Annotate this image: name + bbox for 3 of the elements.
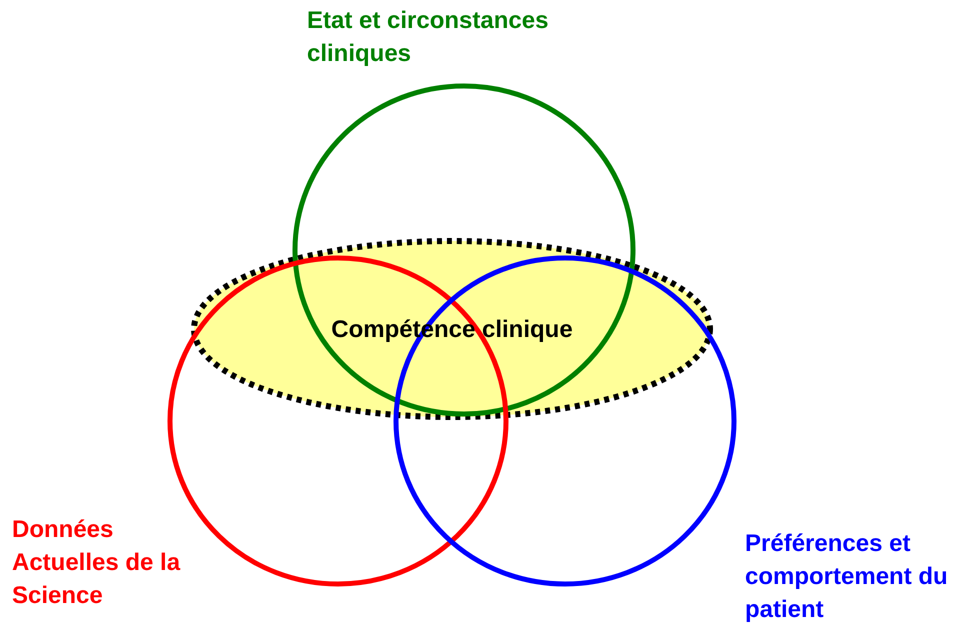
circle-heading: Préférences et comportement du patient <box>745 529 949 625</box>
circle-heading: Etat et circonstances cliniques <box>307 6 550 69</box>
circle-heading: Données Actuelles de la Science <box>12 515 182 611</box>
